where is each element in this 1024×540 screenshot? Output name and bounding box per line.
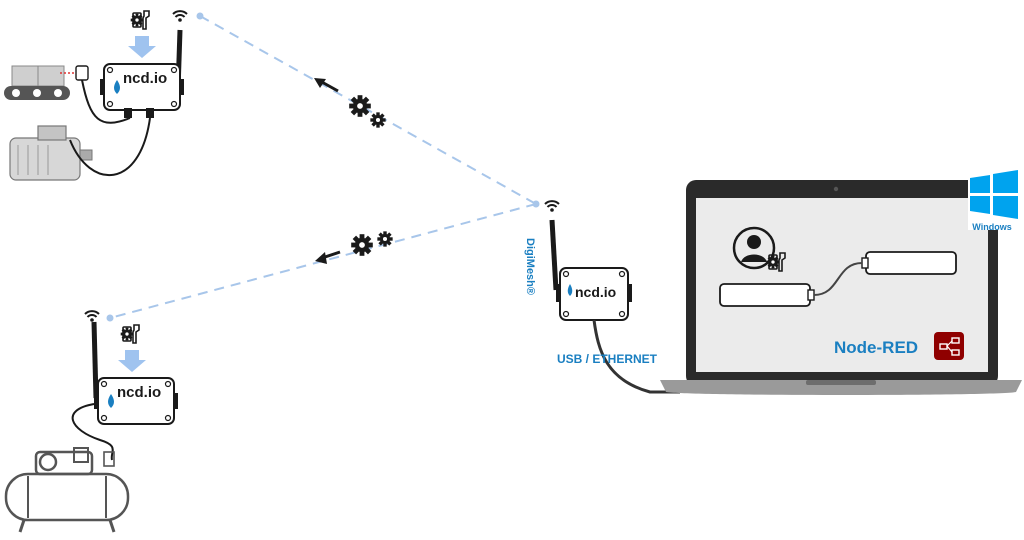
- sensor-cable: [81, 79, 131, 124]
- gears-icon: [349, 95, 386, 128]
- sensor-brand-label: ncd.io: [117, 384, 162, 401]
- config-direction-arrow-top: [314, 78, 339, 93]
- windows-label: Windows: [972, 222, 1012, 232]
- user-config-icon: [732, 226, 785, 271]
- air-compressor-icon: [4, 447, 130, 533]
- sensor-config-icon: [121, 325, 139, 343]
- sensor-brand-label: ncd.io: [123, 70, 168, 87]
- download-arrow-icon: [128, 36, 156, 58]
- laptop: [660, 180, 1022, 395]
- config-direction-arrow-bottom: [315, 250, 341, 264]
- proximity-sensor-icon: [75, 65, 89, 81]
- flow-wire: [813, 262, 863, 296]
- windows-logo-icon: [968, 166, 1020, 230]
- antenna: [91, 321, 99, 399]
- wireless-link-top: [199, 15, 537, 205]
- flow-node: [719, 283, 811, 307]
- gateway-brand-label: ncd.io: [575, 284, 617, 300]
- gateway-device: [556, 267, 632, 321]
- connection-label: USB / ETHERNET: [557, 352, 658, 366]
- download-arrow-icon: [118, 350, 146, 372]
- sensor-config-icon: [131, 11, 149, 29]
- link-endpoint-top: [196, 12, 204, 20]
- link-endpoint-bottom: [106, 314, 114, 322]
- motor-icon: [9, 125, 93, 181]
- wireless-link-bottom: [109, 203, 537, 319]
- flow-node: [865, 251, 957, 275]
- gears-icon: [351, 231, 393, 256]
- conveyor-icon: [4, 65, 70, 100]
- usb-ethernet-cable: [592, 319, 680, 394]
- wifi-icon: [172, 10, 188, 23]
- sensor-cable: [69, 117, 151, 177]
- wifi-icon: [84, 310, 100, 323]
- node-red-label: Node-RED: [834, 338, 919, 357]
- link-endpoint-gateway: [532, 200, 540, 208]
- gateway-antenna: [549, 219, 559, 291]
- node-red-logo-icon: [934, 332, 964, 360]
- wifi-icon: [544, 200, 560, 213]
- protocol-label: DigiMesh®: [524, 238, 536, 295]
